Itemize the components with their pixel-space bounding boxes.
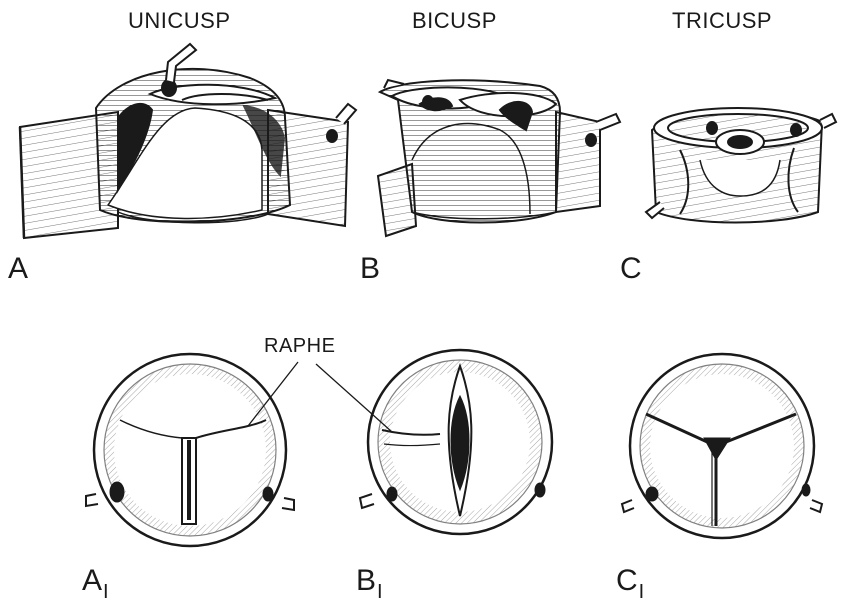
panel-label-a1: AI xyxy=(82,566,109,607)
panel-label-b1-base: B xyxy=(356,564,377,597)
heading-bicusp: BICUSP xyxy=(412,8,497,33)
panel-label-a1-base: A xyxy=(82,564,103,597)
panel-label-b1-sub: I xyxy=(377,581,383,603)
panel-label-b1: BI xyxy=(356,566,383,607)
tricusp-top-view xyxy=(620,352,824,540)
raphe-label: RAPHE xyxy=(264,335,336,357)
panel-label-c1-sub: I xyxy=(638,581,645,603)
tricusp-side-view xyxy=(644,107,838,224)
unicusp-top-view xyxy=(85,352,295,548)
unicusp-side-view xyxy=(18,42,358,240)
heading-unicusp: UNICUSP xyxy=(128,8,231,33)
panel-label-c1: CI xyxy=(616,566,644,607)
bicusp-top-view xyxy=(358,348,554,536)
panel-label-c: C xyxy=(620,252,642,285)
panel-label-b: B xyxy=(360,252,381,285)
panel-label-a1-sub: I xyxy=(103,581,109,603)
heading-tricusp: TRICUSP xyxy=(672,8,773,33)
raphe-leader-lines xyxy=(247,361,393,433)
panel-label-c1-base: C xyxy=(616,564,638,597)
bicusp-side-view xyxy=(376,78,622,238)
panel-label-a: A xyxy=(8,252,29,285)
